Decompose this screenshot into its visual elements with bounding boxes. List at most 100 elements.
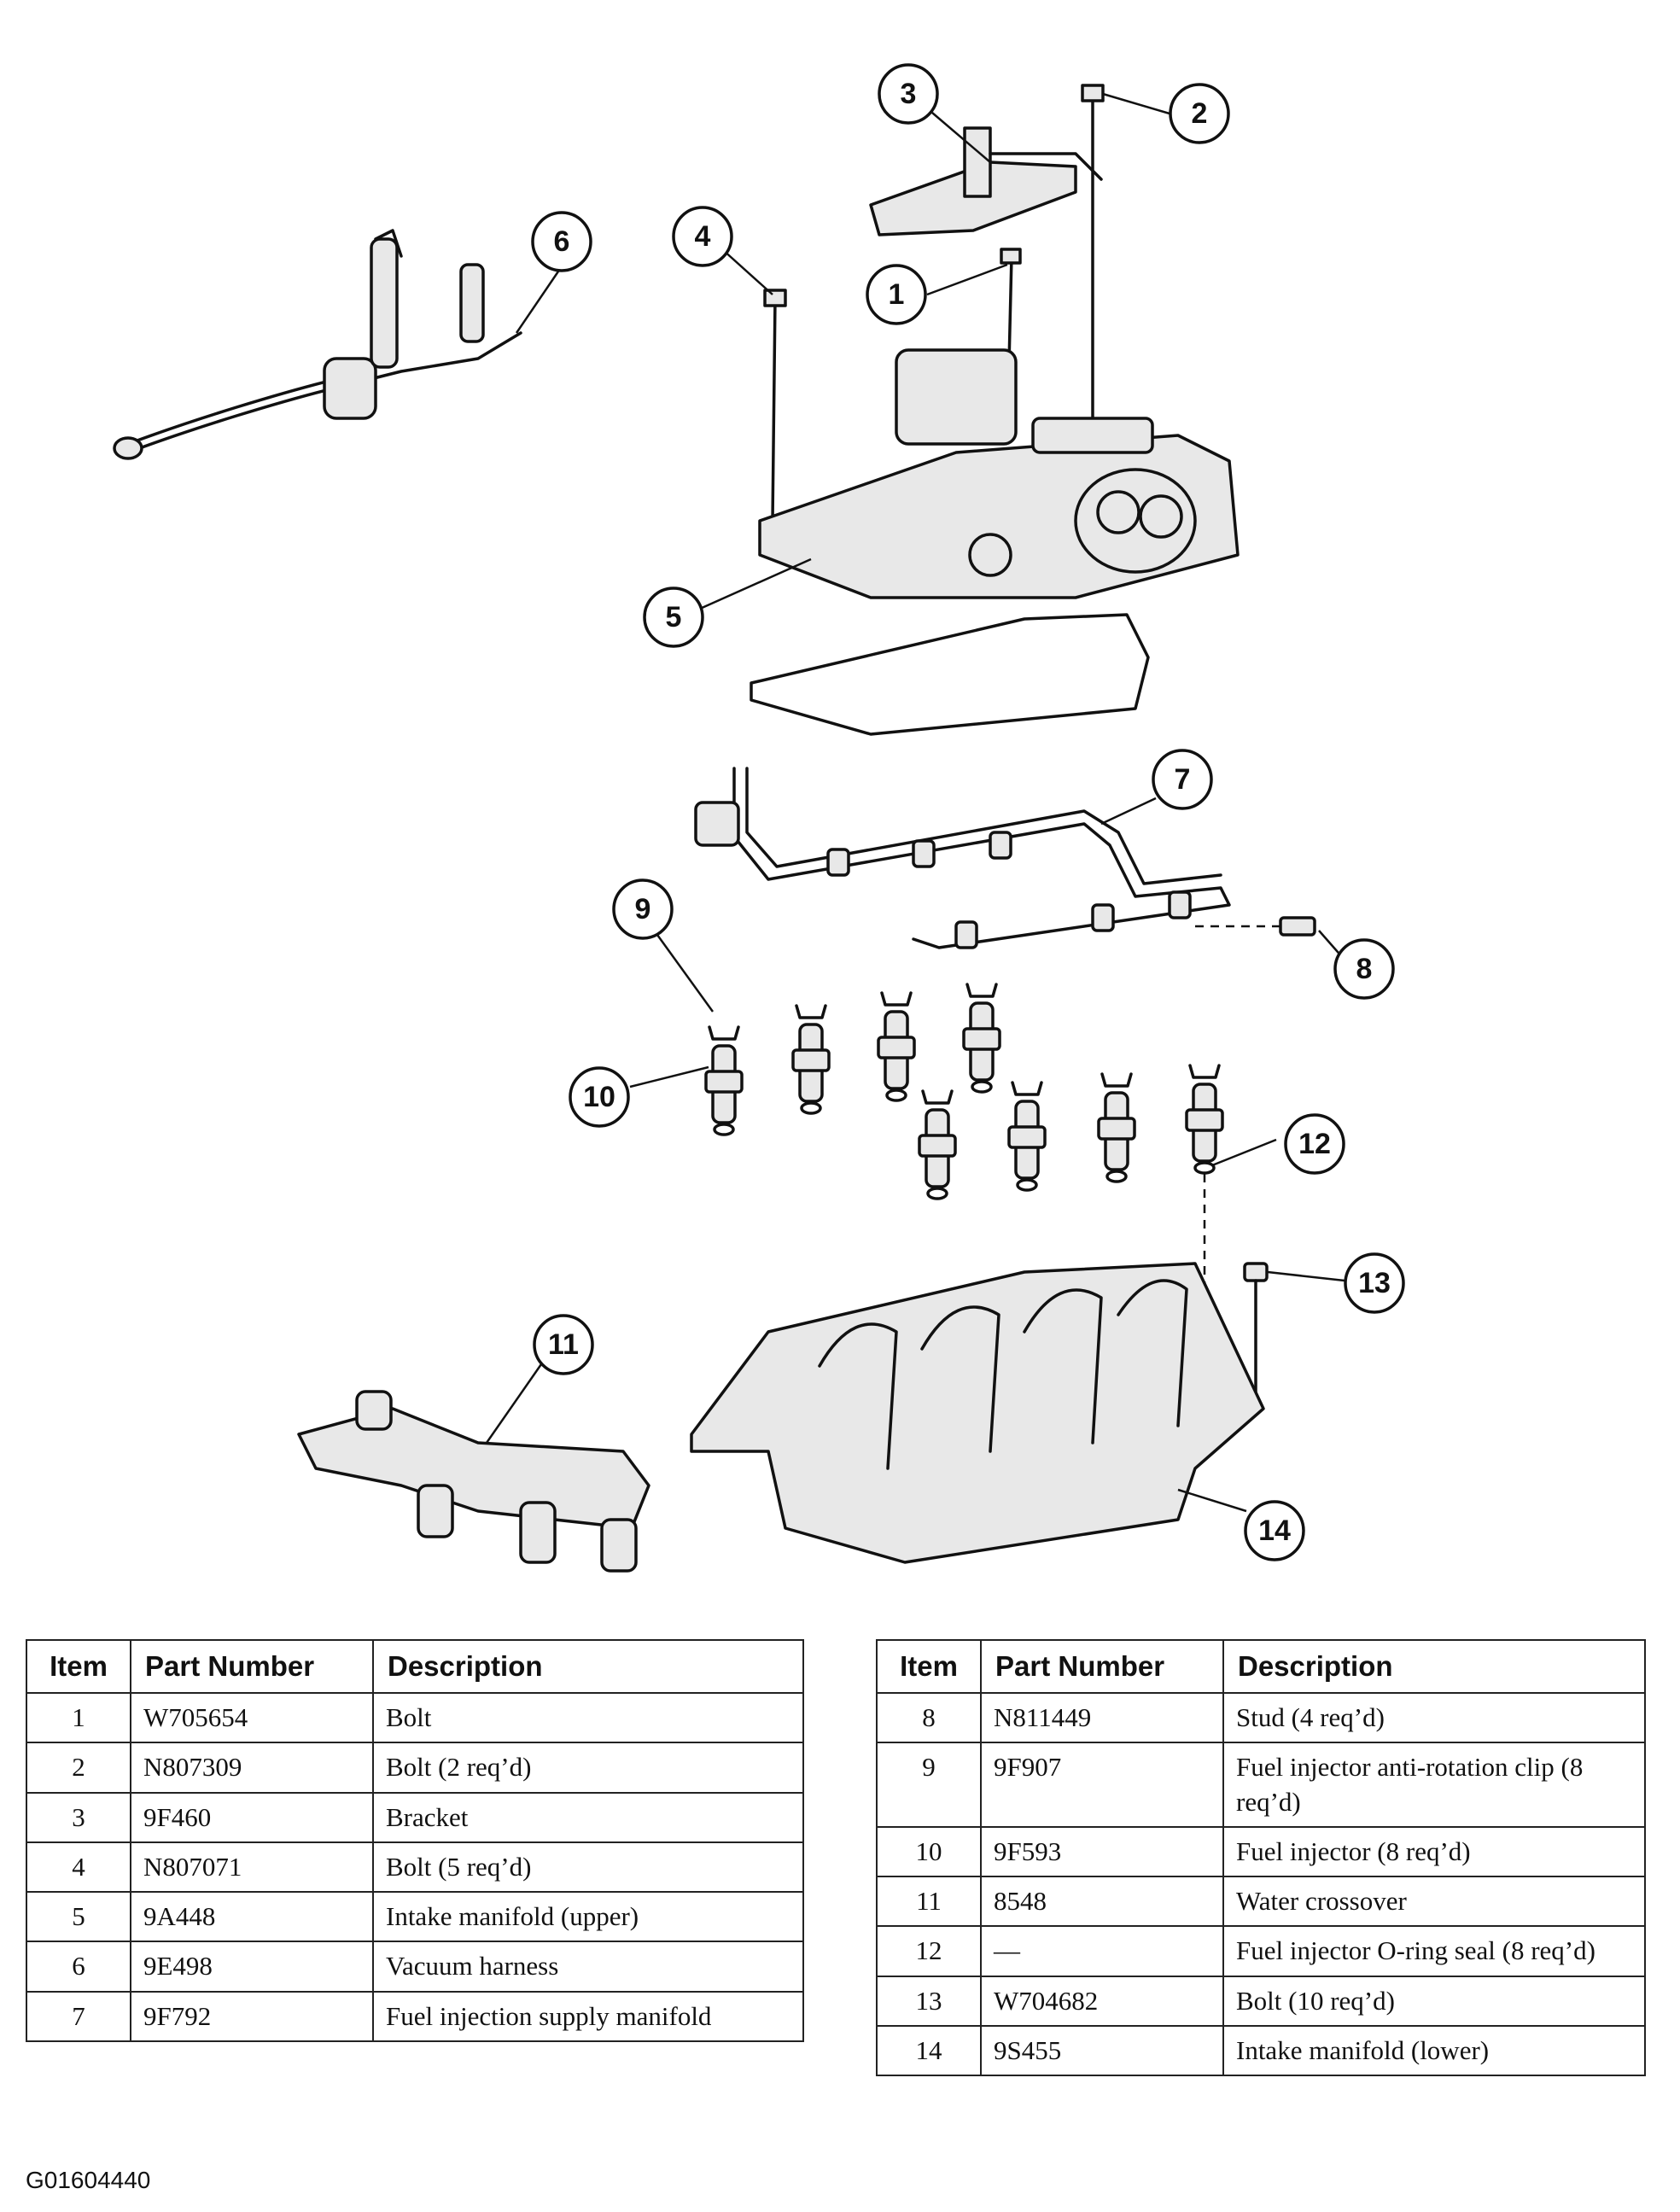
header-description: Description — [1222, 1639, 1646, 1694]
svg-text:7: 7 — [1175, 763, 1191, 796]
callout-6: 6 — [531, 211, 592, 272]
fuel-injectors-illustration — [704, 983, 1224, 1289]
svg-text:11: 11 — [548, 1328, 579, 1361]
cell-part-number: 9F792 — [130, 1990, 374, 2043]
header-part-number: Part Number — [130, 1639, 374, 1694]
cell-description: Vacuum harness — [372, 1941, 804, 1993]
callout-9: 9 — [612, 878, 674, 940]
svg-text:6: 6 — [554, 225, 570, 258]
svg-text:10: 10 — [583, 1081, 615, 1113]
cell-item: 5 — [26, 1891, 131, 1943]
callout-11: 11 — [533, 1314, 594, 1375]
lower-manifold-bolt-illustration — [1243, 1262, 1269, 1402]
table-header-row: Item Part Number Description — [876, 1639, 1646, 1694]
header-part-number: Part Number — [980, 1639, 1224, 1694]
leader-lines — [485, 92, 1345, 1513]
cell-item: 13 — [876, 1975, 982, 2028]
cell-description: Bolt (5 req’d) — [372, 1841, 804, 1894]
cell-item: 4 — [26, 1841, 131, 1894]
callout-8: 8 — [1333, 938, 1395, 1000]
cell-item: 8 — [876, 1691, 982, 1744]
cell-part-number: W704682 — [980, 1975, 1224, 2028]
cell-description: Bolt (10 req’d) — [1222, 1975, 1646, 2028]
fuel-supply-manifold-illustration — [694, 767, 1231, 949]
cell-item: 10 — [876, 1825, 982, 1878]
callout-13: 13 — [1344, 1252, 1405, 1314]
upper-intake-manifold-illustration — [758, 348, 1240, 599]
cell-part-number: 9S455 — [980, 2025, 1224, 2077]
cell-part-number: 9F460 — [130, 1791, 374, 1843]
lower-intake-manifold-illustration — [690, 1262, 1265, 1564]
svg-text:5: 5 — [666, 601, 682, 633]
svg-text:13: 13 — [1358, 1267, 1391, 1299]
callout-2: 2 — [1169, 83, 1230, 144]
cell-item: 6 — [26, 1941, 131, 1993]
manifold-gasket — [750, 613, 1150, 736]
cell-part-number: 9E498 — [130, 1941, 374, 1993]
cell-item: 14 — [876, 2025, 982, 2077]
svg-text:2: 2 — [1192, 97, 1208, 130]
cell-description: Intake manifold (upper) — [372, 1891, 804, 1943]
cell-item: 2 — [26, 1742, 131, 1794]
callout-7: 7 — [1152, 749, 1213, 810]
header-item: Item — [876, 1639, 982, 1694]
vacuum-harness-illustration — [113, 229, 522, 460]
cell-description: Bracket — [372, 1791, 804, 1843]
callout-12: 12 — [1284, 1113, 1345, 1175]
cell-part-number: 9F907 — [980, 1742, 1224, 1828]
figure-id: G01604440 — [26, 2167, 151, 2193]
bracket-and-bolts-illustration — [763, 84, 1105, 522]
callout-10: 10 — [569, 1066, 630, 1128]
callout-4: 4 — [672, 206, 733, 267]
callout-14: 14 — [1244, 1500, 1305, 1561]
svg-text:9: 9 — [635, 893, 651, 925]
exploded-parts-diagram: 1 2 3 4 5 6 7 8 9 10 12 13 11 14 — [113, 63, 1405, 1573]
water-crossover-illustration — [297, 1390, 650, 1573]
cell-part-number: W705654 — [130, 1691, 374, 1744]
table-header-row: Item Part Number Description — [26, 1639, 804, 1694]
svg-text:12: 12 — [1298, 1128, 1331, 1160]
cell-description: Fuel injector (8 req’d) — [1222, 1825, 1646, 1878]
stud-illustration — [1195, 916, 1316, 937]
cell-description: Fuel injector O-ring seal (8 req’d) — [1222, 1925, 1646, 1977]
cell-description: Bolt (2 req’d) — [372, 1742, 804, 1794]
cell-item: 7 — [26, 1990, 131, 2043]
cell-item: 12 — [876, 1925, 982, 1977]
callout-1: 1 — [866, 264, 927, 325]
cell-part-number: N807309 — [130, 1742, 374, 1794]
svg-text:3: 3 — [901, 78, 917, 110]
cell-part-number: N811449 — [980, 1691, 1224, 1744]
cell-item: 9 — [876, 1742, 982, 1828]
svg-text:14: 14 — [1258, 1515, 1291, 1547]
cell-item: 3 — [26, 1791, 131, 1843]
svg-text:8: 8 — [1356, 953, 1373, 985]
svg-text:1: 1 — [889, 278, 905, 311]
callout-5: 5 — [643, 587, 704, 648]
cell-description: Fuel injector anti-rotation clip (8 req’… — [1222, 1742, 1646, 1828]
cell-part-number: 9F593 — [980, 1825, 1224, 1878]
cell-description: Stud (4 req’d) — [1222, 1691, 1646, 1744]
cell-item: 11 — [876, 1876, 982, 1928]
table-row: 12—Fuel injector O-ring seal (8 req’d) — [876, 1925, 1646, 1977]
cell-item: 1 — [26, 1691, 131, 1744]
cell-description: Bolt — [372, 1691, 804, 1744]
cell-description: Water crossover — [1222, 1876, 1646, 1928]
cell-part-number: — — [980, 1925, 1224, 1977]
callout-3: 3 — [878, 63, 939, 125]
cell-part-number: 9A448 — [130, 1891, 374, 1943]
cell-part-number: 8548 — [980, 1876, 1224, 1928]
cell-description: Fuel injection supply manifold — [372, 1990, 804, 2043]
